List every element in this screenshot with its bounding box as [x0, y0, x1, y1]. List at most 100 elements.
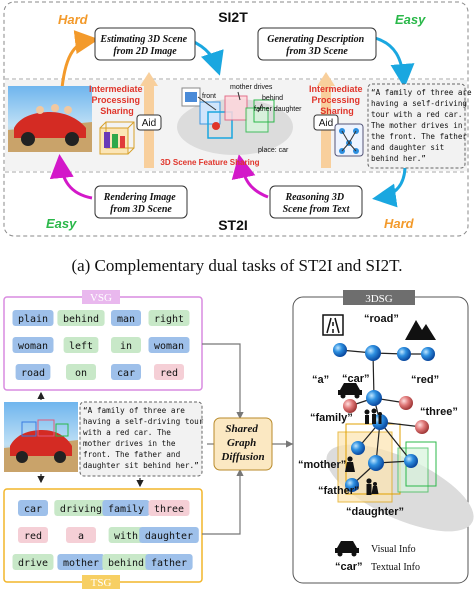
quote-mid-line-5: front. The father and [83, 450, 180, 459]
car-icon-graph [338, 383, 362, 399]
scene-label-mother-drives: mother drives [230, 84, 273, 91]
quote-mid-line-2: having a self-driving tour [83, 417, 204, 426]
3dsg-title: 3DSG [365, 293, 393, 305]
hard-label-top-left: Hard [58, 12, 89, 27]
father-icon [366, 478, 372, 495]
arrow-quote-to-reasoning [372, 167, 407, 208]
figure-caption: (a) Complementary dual tasks of ST2I and… [71, 256, 402, 275]
road-icon [322, 314, 344, 336]
reasoning-line-2: Scene from Text [283, 204, 351, 215]
box-generating [257, 27, 377, 61]
legend-textual-info: Textual Info [371, 562, 420, 573]
tsg-node-box [18, 527, 48, 543]
legend-car-icon [335, 541, 359, 557]
box-rendering [94, 185, 188, 219]
tsg-node-box [102, 554, 150, 570]
vsg-node-label: plain [18, 314, 48, 325]
vsg-title: VSG [90, 292, 112, 304]
tsg-node-label: family [108, 504, 144, 515]
scene-label-father-daughter: father daughter [254, 106, 302, 113]
ips-right-line-2: Processing [311, 95, 360, 105]
scene-label-behind: behind [262, 95, 283, 102]
quote-mid-line-4: mother drives in the [83, 439, 176, 448]
car-image-top [8, 86, 92, 152]
ips-left-line-1: Intermediate [89, 84, 143, 94]
vsg-node-box [111, 337, 141, 353]
scene-label-place-car: place: car [258, 147, 289, 154]
tsg-node-label: car [24, 504, 42, 515]
si2t-title: SI2T [218, 9, 248, 25]
quote-box-top [367, 83, 466, 169]
3dsg-label-a: “a” [312, 374, 329, 386]
svg-text:“A family of three are hav: “A family of three are having a self-dri… [83, 406, 208, 470]
tsg-node-box [66, 527, 96, 543]
graph-icon-right [334, 123, 364, 157]
mountain-icon [405, 320, 436, 340]
quote-top-line-3: tour with a red car. [371, 110, 462, 119]
legend-text-key: “car” [335, 561, 363, 573]
3dsg-label-car: “car” [342, 373, 370, 385]
arrow-reasoning-to-scene [231, 154, 269, 199]
quote-top-line-1: “A family of three are [371, 88, 472, 97]
svg-text:Estimating 3D Scene from: Estimating 3D Scene from 2D Image [99, 34, 189, 57]
st2i-title: ST2I [218, 217, 248, 233]
box-estimating [94, 27, 196, 61]
quote-top-line-5: the front. The father [371, 132, 467, 141]
quote-mid-line-3: with a red car. The [83, 428, 171, 437]
vsg-node-box [66, 364, 96, 380]
ips-right-line-3: Sharing [320, 106, 354, 116]
car-image-bottom [4, 402, 78, 472]
easy-label-top-right: Easy [395, 12, 426, 27]
quote-top-line-2: having a self-driving [371, 99, 467, 108]
aid-label-right: Aid [319, 118, 333, 129]
tsg-node-label: father [151, 558, 187, 569]
mother-icon [345, 456, 355, 472]
tsg-node-box [18, 500, 48, 516]
vsg-node-label: red [160, 368, 178, 379]
daughter-icon [371, 482, 379, 494]
svg-text:Intermediate Processing: Intermediate Processing Sharing [89, 84, 145, 116]
aid-label-left: Aid [142, 118, 156, 129]
vsg-node-box [63, 337, 99, 353]
3dsg-graph [322, 314, 474, 532]
rendering-line-2: from 3D Scene [110, 204, 172, 215]
shared-line-1: Shared [225, 423, 258, 435]
vsg-node-box [12, 310, 54, 326]
3dsg-label-red: “red” [411, 374, 439, 386]
feature-sharing-label: 3D Scene Feature Sharing [160, 158, 259, 167]
vsg-node-label: left [69, 341, 93, 352]
ips-left-line-3: Sharing [100, 106, 134, 116]
svg-text:“A family of three are h: “A family of three are having a self-dri… [371, 88, 474, 163]
vsg-node-box [148, 337, 190, 353]
tsg-node-box [139, 527, 199, 543]
vsg-node-label: woman [18, 341, 48, 352]
3dsg-label-family: “family” [310, 412, 353, 424]
vsg-node-box [111, 310, 141, 326]
vsg-node-label: on [75, 368, 87, 379]
shared-graph-diffusion-box [213, 417, 273, 471]
quote-box-middle [79, 401, 203, 477]
vsg-node-label: behind [63, 314, 99, 325]
tsg-node-label: with [114, 531, 138, 542]
svg-text:Reasoning 3D Scene from: Reasoning 3D Scene from Text [283, 192, 351, 215]
tsg-node-label: three [154, 504, 184, 515]
reasoning-line-1: Reasoning 3D [284, 192, 344, 203]
vsg-node-box [57, 310, 105, 326]
3dsg-label-mother: “mother” [298, 459, 346, 471]
tsg-node-label: daughter [145, 531, 193, 542]
tsg-node-box [12, 554, 54, 570]
vsg-node-box [154, 364, 184, 380]
3dsg-label-father: “father” [318, 485, 360, 497]
box-reasoning [269, 185, 363, 219]
vsg-node-label: road [21, 368, 45, 379]
quote-top-line-4: The mother drives in [371, 121, 462, 130]
3dsg-label-daughter: “daughter” [346, 506, 404, 518]
easy-label-bottom-left: Easy [46, 216, 77, 231]
svg-text:Intermediate Processing: Intermediate Processing Sharing [309, 84, 365, 116]
tsg-node-box [108, 527, 144, 543]
vsg-node-box [148, 310, 190, 326]
svg-text:Generating Description f: Generating Description from 3D Scene [267, 34, 366, 57]
generating-line-1: Generating Description [267, 34, 364, 45]
estimating-line-1: Estimating 3D Scene [99, 34, 187, 45]
tsg-node-box [148, 500, 190, 516]
